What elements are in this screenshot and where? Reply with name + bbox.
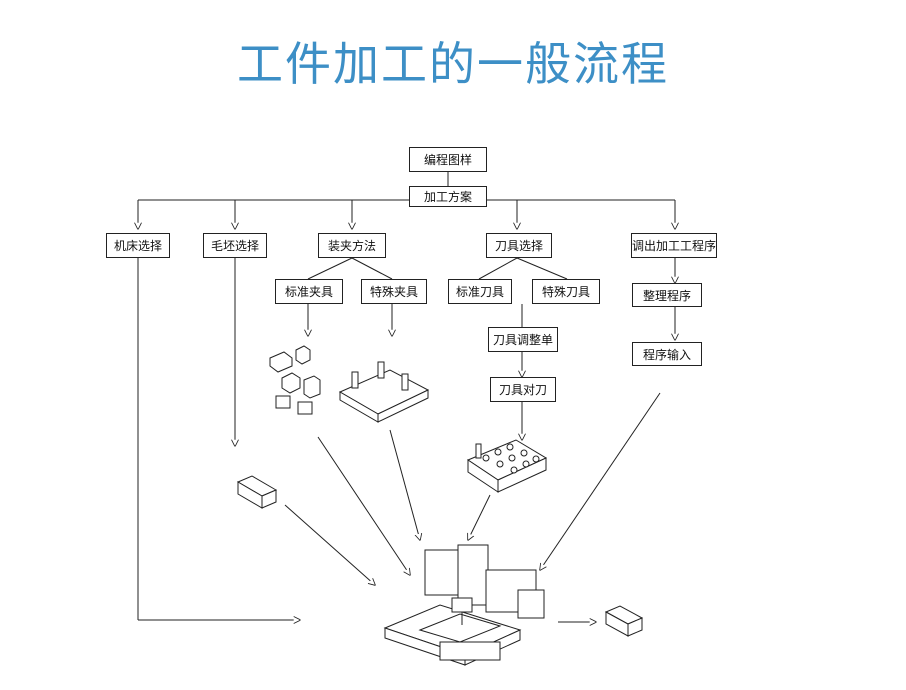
node-std-tool: 标准刀具 xyxy=(448,279,512,304)
arrow-program-to-machine xyxy=(540,392,661,570)
std-fixture-parts-illustration xyxy=(269,345,321,415)
arrow-special-fixture-to-machine xyxy=(389,429,420,540)
node-call-program: 调出加工工程序 xyxy=(631,233,717,258)
tool-block-illustration xyxy=(466,439,548,493)
arrow-std-fixture-to-machine xyxy=(317,436,410,575)
arrow-toolblock-to-machine xyxy=(468,494,491,540)
machine-tool-illustration xyxy=(383,544,545,666)
node-plan: 加工方案 xyxy=(409,186,487,207)
node-drawing: 编程图样 xyxy=(409,147,487,172)
node-special-tool: 特殊刀具 xyxy=(532,279,600,304)
node-clamping: 装夹方法 xyxy=(318,233,386,258)
node-tool-select: 刀具选择 xyxy=(486,233,552,258)
blank-workpiece-illustration xyxy=(236,475,278,509)
split-std-tool xyxy=(478,257,518,280)
special-fixture-illustration xyxy=(338,361,430,423)
node-machine-select: 机床选择 xyxy=(106,233,170,258)
arrow-blank-to-machine xyxy=(284,504,375,585)
page-title: 工件加工的一般流程 xyxy=(237,37,669,91)
split-special-fixture xyxy=(351,257,393,280)
node-blank-select: 毛坯选择 xyxy=(203,233,267,258)
split-std-fixture xyxy=(307,257,353,280)
node-program-input: 程序输入 xyxy=(632,342,702,366)
node-special-fixture: 特殊夹具 xyxy=(361,279,427,304)
node-tool-sheet: 刀具调整单 xyxy=(488,327,558,352)
node-organize-program: 整理程序 xyxy=(632,283,702,307)
split-special-tool xyxy=(516,257,568,280)
node-tool-setting: 刀具对刀 xyxy=(490,377,556,402)
node-std-fixture: 标准夹具 xyxy=(275,279,343,304)
finished-part-illustration xyxy=(604,605,644,637)
